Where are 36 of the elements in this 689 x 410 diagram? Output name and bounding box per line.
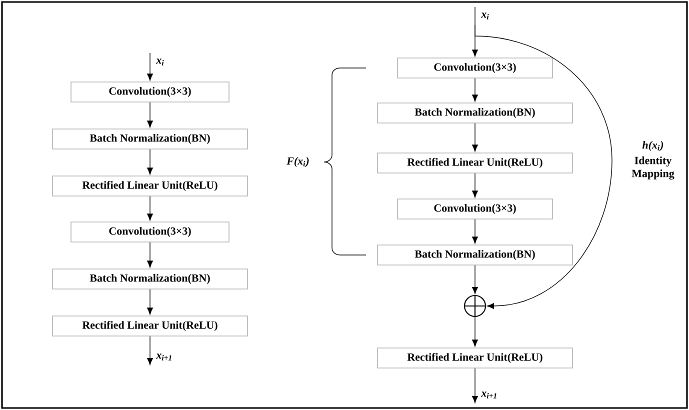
arrow bbox=[147, 289, 153, 315]
arrow bbox=[472, 368, 478, 403]
arrow bbox=[472, 219, 478, 244]
variable-label: x$_{i}$ bbox=[481, 12, 489, 20]
variable-label: x$_{i+1}$ bbox=[156, 354, 172, 360]
arrow bbox=[472, 265, 478, 294]
function-label: h(x$_{i}$) bbox=[642, 141, 664, 151]
function-label: F(x$_{i}$) bbox=[286, 157, 309, 167]
process-box: Batch Normalization(BN) bbox=[377, 102, 573, 124]
arrow bbox=[147, 242, 153, 268]
process-box: Batch Normalization(BN) bbox=[52, 128, 248, 150]
process-box: Convolution(3×3) bbox=[397, 58, 553, 78]
process-box: Convolution(3×3) bbox=[70, 222, 230, 242]
variable-label: x$_{i}$ bbox=[156, 58, 164, 66]
arrow bbox=[147, 52, 153, 81]
arrow bbox=[147, 336, 153, 365]
arrow bbox=[472, 173, 478, 198]
arrow bbox=[147, 196, 153, 221]
arrow bbox=[472, 6, 478, 57]
process-box: Rectified Linear Unit(ReLU) bbox=[377, 348, 573, 368]
arrow bbox=[147, 149, 153, 175]
variable-label: x$_{i+1}$ bbox=[481, 392, 496, 398]
arrow bbox=[472, 316, 478, 347]
process-box: Rectified Linear Unit(ReLU) bbox=[52, 176, 248, 196]
arrow bbox=[147, 102, 153, 128]
skip-arrow bbox=[474, 24, 612, 309]
process-box: Rectified Linear Unit(ReLU) bbox=[377, 152, 573, 174]
arrow bbox=[472, 123, 478, 152]
process-box: Batch Normalization(BN) bbox=[377, 244, 573, 266]
arrow bbox=[472, 78, 478, 102]
process-box: Convolution(3×3) bbox=[70, 82, 230, 102]
process-box: Batch Normalization(BN) bbox=[52, 268, 248, 290]
process-box: Rectified Linear Unit(ReLU) bbox=[52, 316, 248, 336]
annotation-label: Identity Mapping bbox=[632, 156, 674, 180]
sum-circle bbox=[464, 294, 486, 318]
process-box: Convolution(3×3) bbox=[397, 198, 553, 220]
